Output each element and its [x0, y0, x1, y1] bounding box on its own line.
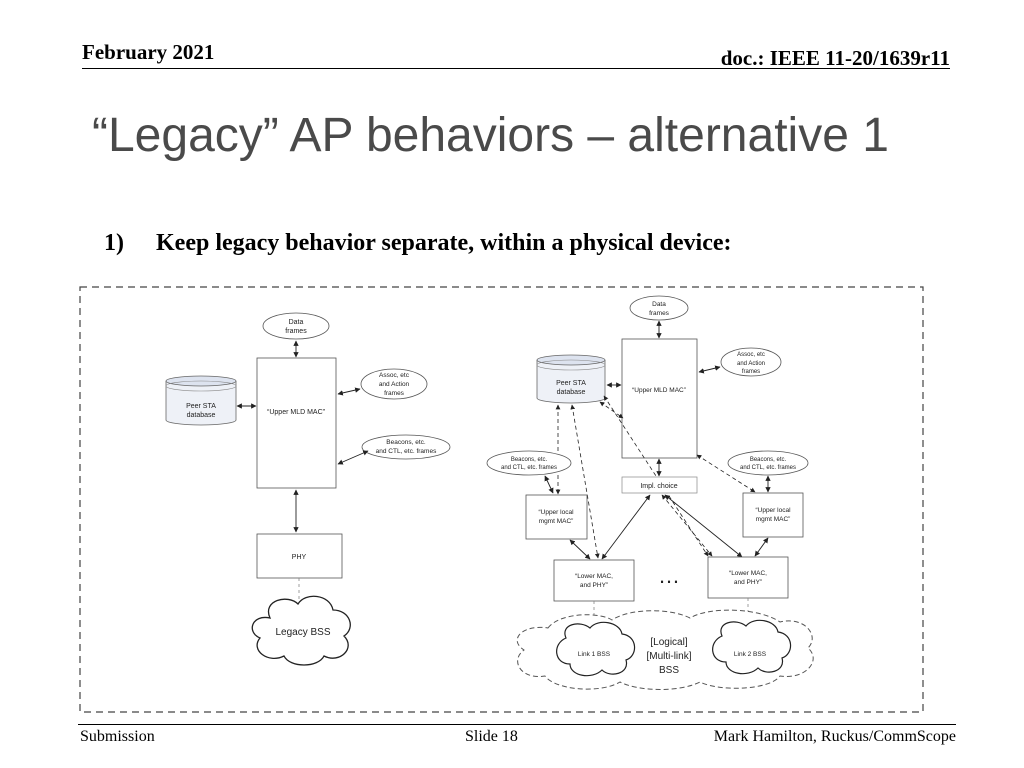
logical-bss-line1: [Logical] — [650, 637, 687, 648]
right-db-to-lower-mac-right — [603, 395, 709, 557]
header-date: February 2021 — [82, 40, 215, 64]
link1-label: Link 1 BSS — [578, 651, 611, 658]
lower-mac-right-line1: “Lower MAC, — [729, 570, 767, 577]
upper-local-left-line2: mgmt MAC” — [539, 518, 574, 525]
left-beacons: Beacons, etc. and CTL, etc. frames — [361, 434, 451, 460]
right-beacons-right-line2: and CTL, etc. frames — [740, 465, 796, 471]
right-upper-mld-mac-label: “Upper MLD MAC” — [632, 387, 686, 394]
right-arrow-beacons-left — [544, 475, 554, 494]
ellipsis: … — [658, 563, 680, 588]
link1-bss-cloud: Link 1 BSS — [556, 621, 636, 677]
impl-choice-label: Impl. choice — [640, 483, 677, 490]
left-assoc-line1: Assoc, etc — [379, 372, 410, 379]
footer-submission: Submission — [80, 728, 155, 745]
right-impl-to-lower-left — [601, 494, 651, 560]
right-upper-local-left: “Upper local mgmt MAC” — [525, 494, 588, 540]
right-upper-local-left-to-lower — [569, 539, 591, 560]
right-mld-to-lower-right-dashed — [661, 494, 713, 557]
upper-local-right-line1: “Upper local — [755, 507, 791, 514]
logical-bss-line3: BSS — [659, 665, 679, 676]
right-data-frames-line1: Data — [652, 301, 666, 308]
left-data-frames-line1: Data — [289, 319, 304, 326]
right-peer-sta-database: Peer STA database — [536, 354, 606, 404]
left-assoc-line2: and Action — [379, 381, 410, 388]
left-phy-label: PHY — [292, 554, 307, 561]
left-phy: PHY — [256, 533, 343, 579]
right-beacons-right-line1: Beacons, etc. — [750, 457, 787, 463]
left-legacy-bss-cloud: Legacy BSS — [251, 595, 351, 666]
right-mld-to-upper-local-right — [696, 454, 756, 493]
header-doc-id: doc.: IEEE 11-20/1639r11 — [720, 46, 950, 70]
right-beacons-left-line2: and CTL, etc. frames — [501, 465, 557, 471]
left-arrow-beacons — [337, 450, 369, 465]
lower-mac-right-line2: and PHY” — [734, 579, 762, 586]
right-assoc-line3: frames — [742, 369, 760, 375]
right-assoc-line2: and Action — [737, 361, 765, 367]
right-upper-local-right: “Upper local mgmt MAC” — [742, 492, 804, 538]
left-beacons-line2: and CTL, etc. frames — [376, 448, 437, 455]
left-arrow-assoc — [337, 387, 361, 396]
lower-mac-left-line2: and PHY” — [580, 582, 608, 589]
right-lower-mac-right: “Lower MAC, and PHY” — [707, 556, 789, 599]
right-beacons-left-line1: Beacons, etc. — [511, 457, 548, 463]
upper-local-left-line1: “Upper local — [538, 509, 574, 516]
right-db-to-lower-mac-left — [570, 404, 600, 559]
right-assoc-frames: Assoc, etc and Action frames — [720, 347, 782, 377]
footer-rule — [78, 724, 956, 725]
right-lower-mac-left: “Lower MAC, and PHY” — [553, 559, 635, 602]
right-beacons-right: Beacons, etc. and CTL, etc. frames — [727, 450, 809, 476]
footer-slide-number: Slide 18 — [465, 728, 518, 745]
link2-bss-cloud: Link 2 BSS — [712, 619, 792, 675]
right-peer-sta-line1: Peer STA — [556, 380, 586, 387]
upper-local-right-line2: mgmt MAC” — [756, 516, 791, 523]
left-upper-mld-mac: “Upper MLD MAC” — [256, 357, 337, 489]
right-data-frames: Data frames — [629, 295, 689, 321]
right-impl-to-lower-right — [664, 494, 743, 558]
bullet-number: 1) — [104, 230, 124, 256]
link2-label: Link 2 BSS — [734, 651, 767, 658]
left-assoc-line3: frames — [384, 390, 405, 397]
right-db-to-mld-mac — [599, 401, 624, 419]
right-data-frames-line2: frames — [649, 310, 670, 317]
legacy-bss-label: Legacy BSS — [275, 627, 330, 638]
left-data-frames: Data frames — [262, 312, 330, 340]
lower-mac-left-line1: “Lower MAC, — [575, 573, 613, 580]
right-assoc-line1: Assoc, etc — [737, 352, 765, 358]
right-upper-local-right-to-lower — [754, 537, 769, 557]
left-data-frames-line2: frames — [285, 328, 307, 335]
slide-title: “Legacy” AP behaviors – alternative 1 — [92, 109, 889, 162]
header-rule — [82, 68, 950, 69]
left-beacons-line1: Beacons, etc. — [386, 439, 426, 446]
bullet-item: 1) Keep legacy behavior separate, within … — [104, 230, 732, 257]
left-peer-sta-line1: Peer STA — [186, 403, 216, 410]
left-assoc-frames: Assoc, etc and Action frames — [360, 368, 428, 400]
footer-author: Mark Hamilton, Ruckus/CommScope — [713, 728, 956, 745]
right-peer-sta-line2: database — [557, 389, 586, 396]
left-peer-sta-database: Peer STA database — [165, 375, 237, 426]
right-beacons-left: Beacons, etc. and CTL, etc. frames — [486, 450, 572, 476]
right-upper-mld-mac: “Upper MLD MAC” — [621, 338, 698, 459]
logical-bss-line2: [Multi-link] — [646, 651, 691, 662]
right-impl-choice: Impl. choice — [621, 476, 698, 494]
diagram-frame — [79, 286, 924, 713]
right-arrow-assoc — [698, 365, 721, 374]
left-peer-sta-line2: database — [187, 412, 216, 419]
left-upper-mld-mac-label: “Upper MLD MAC” — [267, 409, 326, 416]
bullet-text: Keep legacy behavior separate, within a … — [156, 230, 732, 256]
